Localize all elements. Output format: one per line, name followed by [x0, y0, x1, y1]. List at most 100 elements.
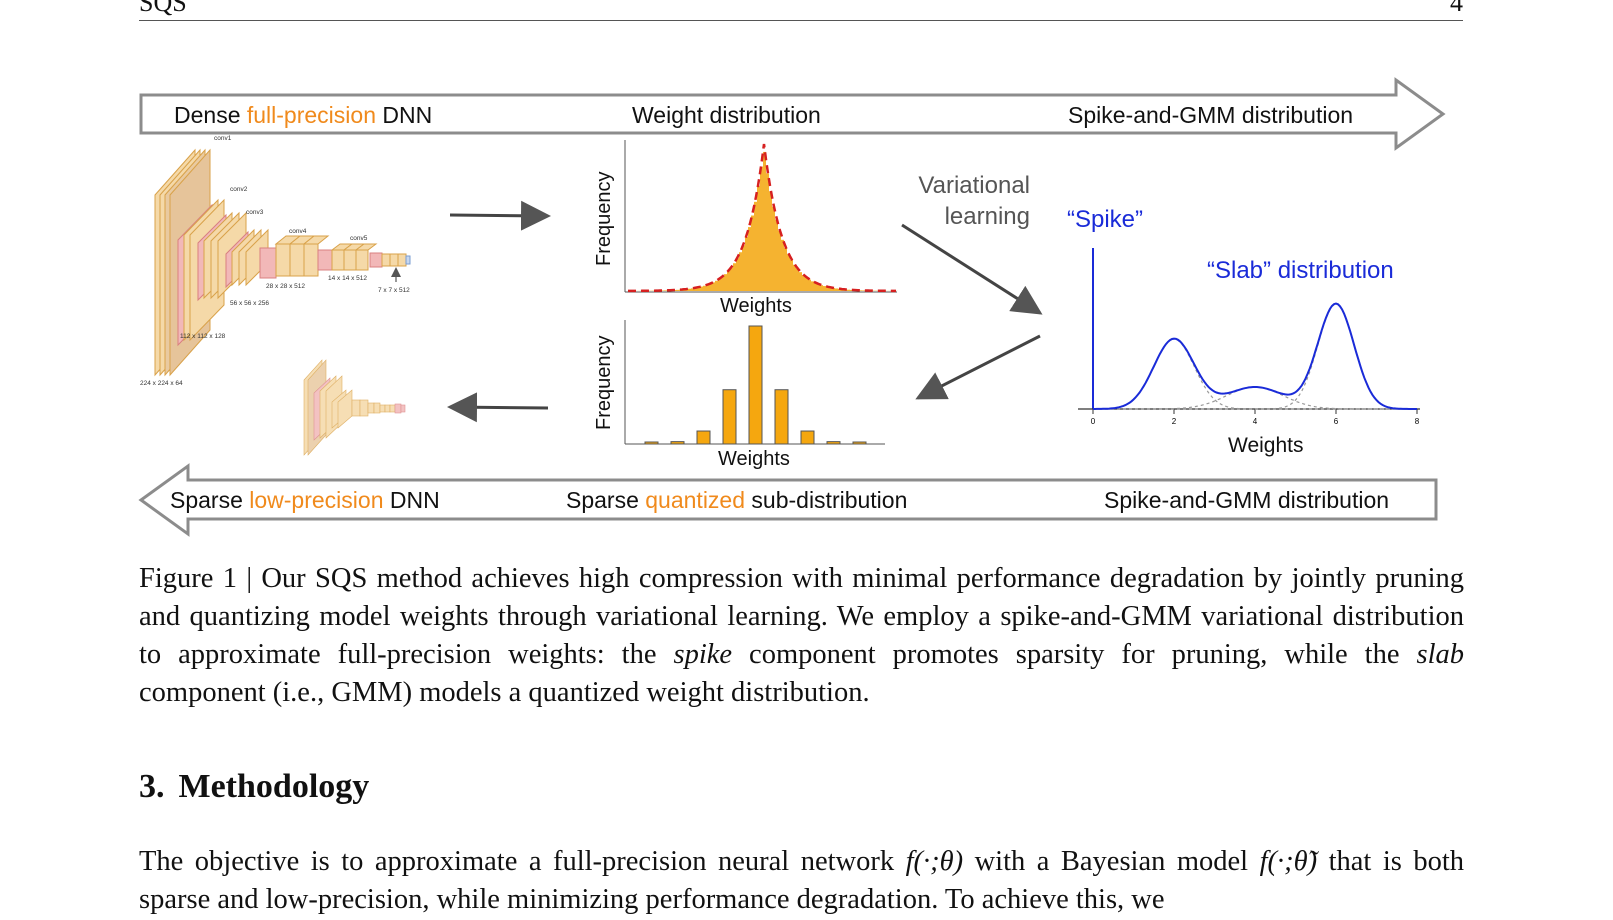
hist-bar	[706, 284, 709, 291]
hist-bar	[700, 286, 703, 291]
top-left-label: Dense full-precision DNN	[174, 102, 432, 128]
hist-bar	[766, 173, 769, 291]
hist-bar	[709, 283, 712, 291]
svg-text:224 x 224 x 64: 224 x 224 x 64	[140, 380, 183, 387]
hist-bar	[721, 276, 724, 291]
hist-bar	[862, 290, 865, 291]
page-number: 4	[1450, 0, 1463, 17]
dense-cnn-diagram: conv1 conv2 conv3 conv4 conv5 224 x 224 …	[140, 135, 411, 387]
figure-caption: Figure 1 | Our SQS method achieves high …	[139, 563, 1465, 708]
hist-bar	[757, 185, 760, 291]
hist-bar	[754, 201, 757, 291]
hist-bar	[730, 267, 733, 291]
quantized-bar	[774, 389, 789, 445]
hist-bar	[664, 290, 667, 291]
running-header: SQS 4	[139, 0, 1463, 21]
hist-bar	[784, 247, 787, 291]
svg-text:conv2: conv2	[230, 186, 248, 193]
quantized-bar	[722, 389, 737, 445]
svg-text:conv4: conv4	[289, 228, 307, 235]
arrow-to-gmm	[901, 223, 1043, 315]
hist-bar	[811, 281, 814, 291]
laplace-fit-curve	[628, 143, 896, 293]
top-middle-label: Weight distribution	[632, 102, 821, 128]
hist-bar	[736, 258, 739, 291]
hist-bar	[829, 287, 832, 291]
hist-bar	[826, 286, 829, 291]
arrow-to-sparse-cnn	[447, 392, 549, 423]
quantized-bar	[644, 441, 659, 445]
hist-bar	[775, 219, 778, 291]
variational-label-2: learning	[945, 203, 1030, 230]
hist-bar	[751, 215, 754, 291]
bottom-middle-label: Sparse quantized sub-distribution	[566, 487, 907, 513]
hist-bar	[817, 284, 820, 291]
svg-text:conv3: conv3	[246, 209, 264, 216]
hist-bar	[712, 282, 715, 291]
hist-bar	[703, 285, 706, 291]
hist-bar	[808, 279, 811, 291]
hist-bar	[823, 286, 826, 291]
top-right-label: Spike-and-GMM distribution	[1068, 102, 1353, 128]
hist-bar	[787, 254, 790, 291]
hist-bar	[850, 289, 853, 291]
spike-label: “Spike”	[1067, 206, 1143, 233]
sparse-cnn-diagram	[303, 359, 406, 456]
quantized-bar	[670, 441, 685, 445]
header-title: SQS	[139, 0, 187, 17]
bottom-flow-arrow	[138, 463, 1438, 537]
svg-text:56 x 56 x 256: 56 x 56 x 256	[230, 300, 269, 307]
hist-bar	[790, 259, 793, 291]
slab-curve	[1093, 302, 1417, 410]
slab-label: “Slab” distribution	[1207, 257, 1394, 284]
hist-bar	[859, 290, 862, 291]
hist-bar	[733, 263, 736, 291]
hist-bar	[772, 206, 775, 291]
hist-bar	[763, 151, 766, 291]
svg-text:conv1: conv1	[214, 135, 232, 142]
hist-bar	[676, 289, 679, 291]
figure-1: Dense full-precision DNN Weight distribu…	[138, 77, 1446, 537]
weights-label-gmm: Weights	[1228, 434, 1303, 457]
hist-bar	[814, 282, 817, 291]
gmm-tick-label: 6	[1334, 417, 1339, 426]
arrow-to-weight-dist	[449, 200, 551, 231]
gmm-tick-label: 0	[1091, 417, 1096, 426]
weights-label-top: Weights	[720, 295, 792, 317]
quantized-bar	[800, 430, 815, 445]
hist-bar	[832, 287, 835, 291]
svg-text:7 x 7 x 512: 7 x 7 x 512	[378, 287, 410, 294]
hist-bar	[778, 230, 781, 291]
freq-label-top: Frequency	[593, 172, 615, 267]
hist-bar	[745, 236, 748, 291]
gmm-tick-label: 8	[1415, 417, 1420, 426]
quantized-bar	[696, 430, 711, 445]
svg-text:28 x 28 x 512: 28 x 28 x 512	[266, 283, 305, 290]
hist-bar	[724, 274, 727, 291]
hist-bar	[661, 290, 664, 291]
quantized-histogram	[644, 325, 867, 445]
quantized-bar	[852, 441, 867, 445]
svg-text:conv5: conv5	[350, 235, 368, 242]
weight-distribution-plot: Frequency Weights	[593, 140, 898, 317]
hist-bar	[802, 275, 805, 291]
variational-label-1: Variational	[918, 172, 1030, 199]
bottom-right-label: Spike-and-GMM distribution	[1104, 487, 1389, 513]
hist-bar	[835, 288, 838, 291]
freq-label-bottom: Frequency	[593, 336, 615, 431]
hist-bar	[748, 227, 751, 291]
arrow-to-quantized	[915, 334, 1041, 400]
weights-label-bottom: Weights	[718, 448, 790, 470]
hist-bar	[697, 287, 700, 291]
gmm-tick-label: 2	[1172, 417, 1177, 426]
quantized-bar	[826, 441, 841, 445]
hist-bar	[799, 272, 802, 291]
hist-bar	[742, 245, 745, 291]
hist-bar	[781, 239, 784, 291]
hist-bar	[760, 166, 763, 291]
hist-bar	[718, 278, 721, 291]
hist-bar	[847, 289, 850, 291]
svg-text:112 x 112 x 128: 112 x 112 x 128	[180, 333, 226, 340]
hist-bar	[691, 288, 694, 291]
